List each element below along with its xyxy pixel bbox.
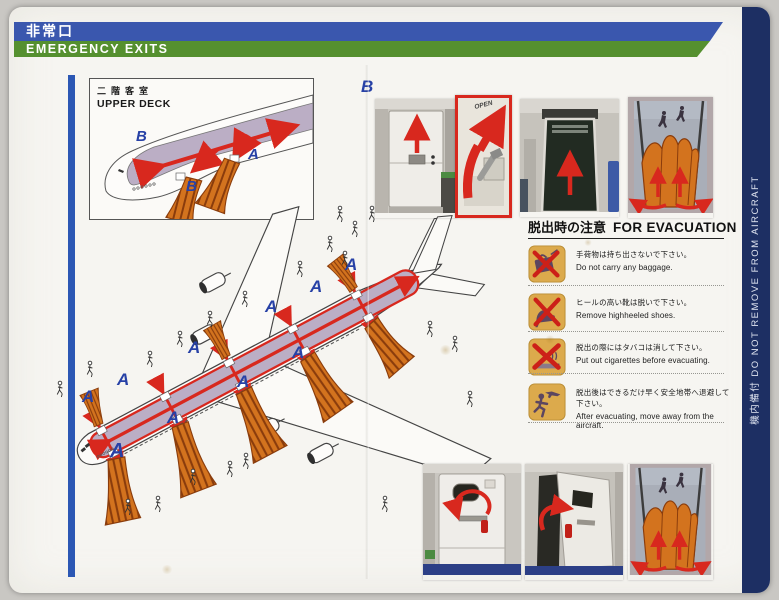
svg-text:A: A: [264, 297, 277, 316]
svg-text:A: A: [116, 370, 129, 389]
escape-slide: [104, 456, 142, 526]
left-accent-stripe: [68, 75, 75, 577]
rule-no-cigarettes: 脱出の際にはタバコは消して下さい。 Put out cigarettes bef…: [528, 338, 734, 376]
heading-underline: [528, 238, 724, 239]
escape-slide: [235, 386, 288, 465]
evacuation-heading-jp: 脱出時の注意: [528, 220, 607, 235]
no-cigarettes-icon: [528, 338, 566, 376]
escape-slide: [171, 420, 218, 499]
door-b-handle-inset: OPEN: [455, 95, 512, 218]
upper-deck-drawing: B A B: [104, 94, 314, 225]
fold-crease: [365, 65, 369, 579]
svg-text:A: A: [81, 387, 94, 406]
upper-deck-exit-b-label: B: [186, 178, 197, 195]
evacuation-heading-en: FOR EVACUATION: [613, 220, 737, 235]
separator: [528, 285, 724, 286]
engine: [196, 266, 235, 296]
separator: [528, 331, 724, 332]
separator: [528, 422, 724, 423]
exit-a-labels: A A A A A A A A A A: [81, 255, 357, 462]
upper-deck-exit-a-label: A: [247, 146, 259, 163]
upper-deck-inset: 二階客室 UPPER DECK: [89, 78, 314, 225]
escape-route-arrows: [132, 118, 301, 189]
engine: [304, 437, 343, 467]
aircraft: [76, 205, 492, 526]
header-bar-jp: 非常口: [14, 22, 723, 41]
do-not-remove-text: 機内備付 DO NOT REMOVE FROM AIRCRAFT: [750, 175, 761, 425]
escape-slide: [202, 319, 231, 361]
upper-deck-exit-b-label: B: [136, 128, 147, 145]
rule-move-away: 脱出後はできるだけ早く安全地帯へ退避して下さい。 After evacuatin…: [528, 383, 734, 430]
cabin-windows: [132, 182, 156, 191]
upper-deck-label-en: UPPER DECK: [97, 98, 171, 110]
main-evacuation-diagram: A A A A A A A A A A: [56, 205, 492, 526]
page-title-jp: 非常口: [26, 23, 74, 39]
separator: [528, 373, 724, 374]
jumping-person: [676, 106, 685, 122]
spine-bar: 機内備付 DO NOT REMOVE FROM AIRCRAFT: [742, 7, 770, 593]
header-bar-en: EMERGENCY EXITS: [14, 41, 710, 57]
no-highheels-icon: [528, 293, 566, 331]
door-a-closed-photo: [423, 464, 521, 580]
door-a-open-photo: [525, 464, 623, 580]
slide-top-view-panel: [628, 464, 713, 580]
cockpit-window: [84, 442, 91, 448]
evacuation-heading: 脱出時の注意 FOR EVACUATION: [528, 217, 737, 236]
upper-deck-label: 二階客室 UPPER DECK: [97, 84, 171, 110]
svg-text:A: A: [236, 372, 249, 391]
inset-open-caption: OPEN: [474, 100, 494, 111]
svg-text:A: A: [309, 277, 322, 296]
svg-text:A: A: [344, 255, 357, 274]
jumping-person: [675, 472, 685, 488]
nose-windows: [96, 447, 114, 458]
upper-deck-slide: [194, 157, 241, 215]
cockpit-window: [80, 447, 87, 453]
jumping-person: [658, 111, 667, 128]
svg-text:A: A: [187, 338, 200, 357]
escape-slide: [79, 387, 104, 428]
safety-card: 非常口 EMERGENCY EXITS 機内備付 DO NOT REMOVE F…: [9, 7, 770, 593]
tail-fin: [410, 215, 453, 275]
svg-text:A: A: [109, 440, 124, 462]
escape-slide: [326, 253, 358, 293]
escape-slide: [299, 351, 354, 424]
page-title-en: EMERGENCY EXITS: [26, 42, 169, 56]
jumping-person: [658, 477, 668, 494]
svg-text:A: A: [291, 343, 304, 362]
rule-no-baggage: 手荷物は持ち出さないで下さい。 Do not carry any baggage…: [528, 245, 734, 283]
upper-deck-label-jp: 二階客室: [97, 86, 154, 96]
no-baggage-icon: [528, 245, 566, 283]
slide-top-view-panel: [628, 97, 714, 218]
svg-text:A: A: [166, 408, 179, 427]
rule-no-highheels: ヒールの高い靴は脱いで下さい。 Remove highheeled shoes.: [528, 293, 734, 331]
door-b-open-photo: [520, 99, 619, 217]
door-b-closed-photo: [375, 99, 457, 218]
move-away-icon: [528, 383, 566, 421]
escape-slide: [364, 316, 416, 380]
